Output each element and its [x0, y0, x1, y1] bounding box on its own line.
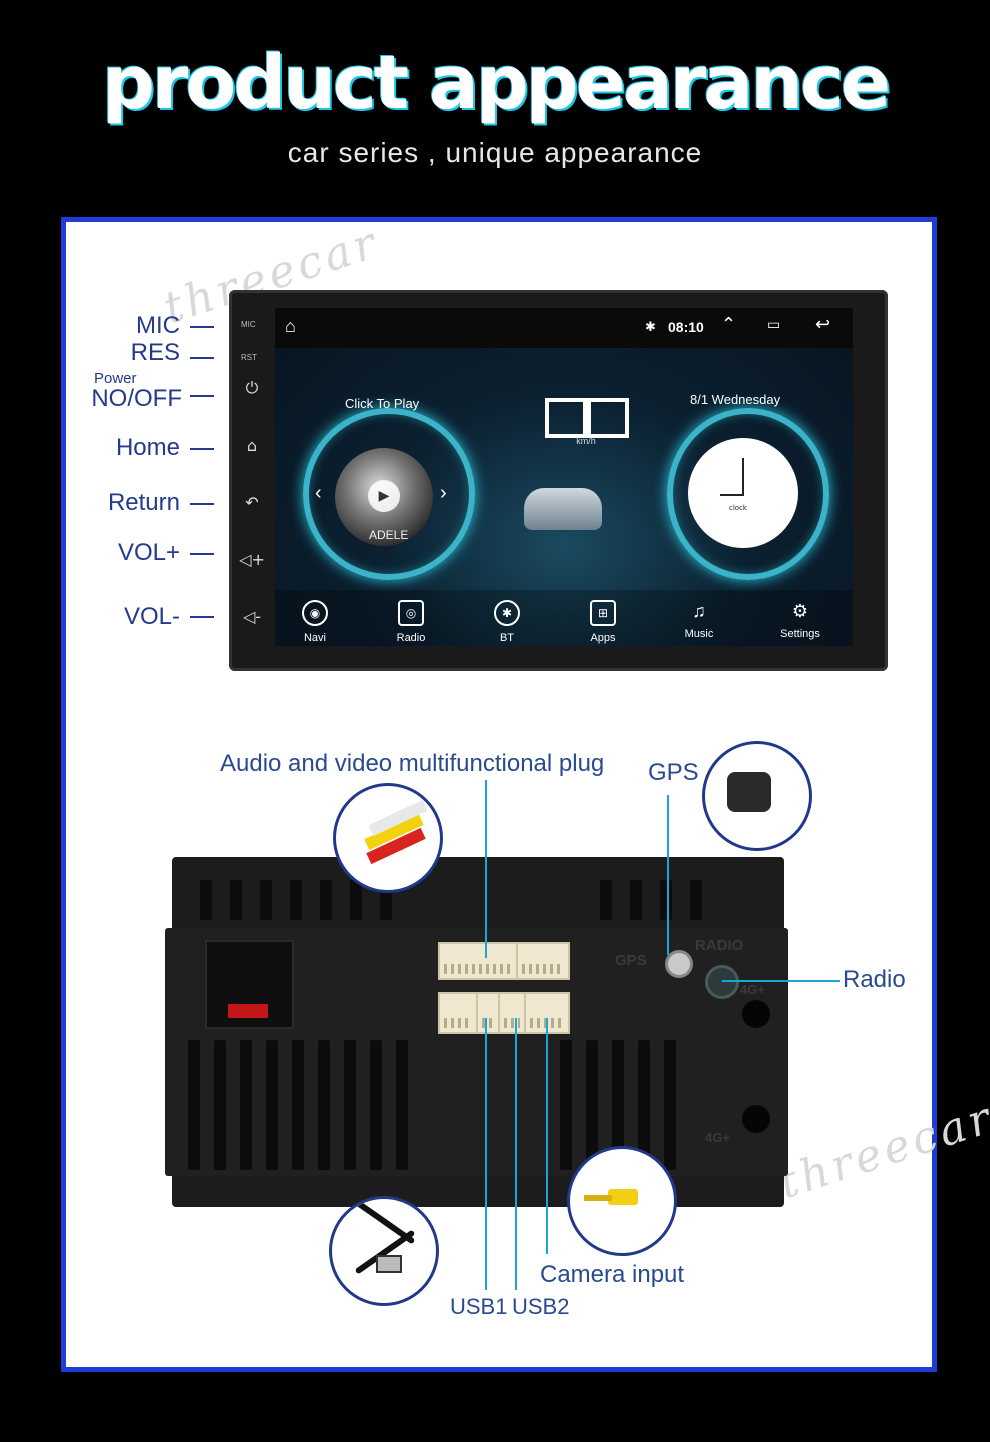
plug-left	[438, 992, 478, 1034]
bluetooth-status-icon: ✱	[645, 319, 656, 334]
leader-vol-up	[190, 553, 214, 555]
side-button-strip: MIC RST ⏻ ⌂ ↶ ◁+ ◁-	[237, 310, 269, 650]
av-plug-secondary	[516, 942, 570, 980]
leader-camera	[546, 1018, 548, 1254]
touch-screen[interactable]: ⌂ ✱ 08:10 ⌃ ▭ ↩ 00 km/h Click To Play 8/…	[275, 308, 853, 646]
power-button[interactable]: ⏻	[237, 378, 267, 398]
page-subtitle: car series , unique appearance	[287, 137, 703, 168]
location-pin-icon: ◉	[302, 600, 328, 626]
play-button[interactable]: ▶	[368, 480, 400, 512]
leader-vol-down	[190, 616, 214, 618]
leader-home	[190, 448, 214, 450]
page-title: product appearance	[101, 40, 891, 126]
app-dock	[275, 590, 853, 646]
callout-av-plug: Audio and video multifunctional plug	[220, 750, 605, 777]
speed-digit-1-frame	[545, 398, 587, 438]
play-icon: ▶	[378, 488, 390, 504]
dock-bt[interactable]: ✱ BT	[472, 600, 542, 644]
back-icon[interactable]: ↩	[815, 314, 831, 334]
label-mic: MIC	[136, 312, 180, 339]
clock-minute-hand	[720, 494, 744, 496]
previous-track-button[interactable]: ‹	[315, 482, 322, 504]
return-icon: ↶	[245, 493, 259, 512]
volume-down-icon: ◁-	[242, 607, 262, 626]
leader-usb2	[515, 1018, 517, 1290]
usb-cable-photo	[329, 1196, 439, 1306]
leader-av-plug	[485, 780, 487, 958]
callout-radio: Radio	[843, 966, 906, 993]
home-icon: ⌂	[246, 436, 258, 455]
music-note-icon: ♫	[692, 601, 706, 621]
volume-up-button[interactable]: ◁+	[237, 550, 267, 569]
car-illustration	[524, 488, 602, 530]
dock-music[interactable]: ♫ Music	[684, 601, 714, 640]
bluetooth-icon: ✱	[494, 600, 520, 626]
leader-res	[190, 357, 214, 359]
leader-return	[190, 503, 214, 505]
gear-icon: ⚙	[791, 601, 809, 621]
leader-mic	[190, 326, 214, 328]
gps-port	[665, 950, 693, 978]
clock-label: clock	[729, 504, 747, 512]
clock-hour-hand	[742, 458, 744, 496]
apps-grid-icon: ⊞	[590, 600, 616, 626]
label-home: Home	[115, 434, 180, 461]
camera-cable-photo	[567, 1146, 677, 1256]
dock-settings[interactable]: ⚙ Settings	[780, 601, 820, 640]
radio-port	[705, 965, 739, 999]
leader-power	[190, 395, 214, 397]
callout-gps: GPS	[648, 759, 699, 786]
leader-gps	[667, 795, 669, 955]
radio-embossed: RADIO	[695, 937, 744, 954]
power-icon: ⏻	[245, 378, 259, 397]
lte-port-lower	[742, 1105, 770, 1133]
usb1-port	[476, 992, 500, 1034]
usb2-port	[498, 992, 526, 1034]
fuse	[228, 1004, 268, 1018]
expand-up-icon[interactable]: ⌃	[721, 314, 737, 334]
lte-embossed: 4G+	[740, 982, 765, 997]
callout-camera: Camera input	[540, 1261, 685, 1288]
leader-usb1	[485, 1018, 487, 1290]
lte-port	[742, 1000, 770, 1028]
callout-usb2: USB2	[512, 1294, 570, 1319]
dock-navi[interactable]: ◉ Navi	[280, 600, 350, 644]
next-track-button[interactable]: ›	[440, 482, 447, 504]
gps-antenna-photo	[702, 741, 812, 851]
callout-usb1: USB1	[450, 1294, 508, 1319]
speed-unit: km/h	[576, 436, 596, 446]
label-return: Return	[107, 489, 180, 516]
label-power: Power	[94, 370, 137, 387]
label-vol-up: VOL+	[117, 539, 180, 566]
label-no-off: NO/OFF	[91, 385, 182, 412]
dock-apps[interactable]: ⊞ Apps	[568, 600, 638, 644]
label-res: RES	[130, 339, 180, 366]
click-to-play-label[interactable]: Click To Play	[345, 396, 420, 411]
clock-gauge	[667, 408, 829, 580]
av-plug-main	[438, 942, 518, 980]
home-button[interactable]: ⌂	[237, 436, 267, 455]
volume-down-button[interactable]: ◁-	[237, 607, 267, 626]
av-cable-photo	[333, 783, 443, 893]
radio-icon: ◎	[398, 600, 424, 626]
album-text: ADELE	[369, 528, 409, 542]
recent-apps-icon[interactable]: ▭	[767, 316, 781, 332]
dock-radio[interactable]: ◎ Radio	[376, 600, 446, 644]
leader-radio	[722, 980, 840, 982]
gps-embossed: GPS	[615, 952, 647, 969]
label-vol-down: VOL-	[123, 603, 180, 630]
side-rst-tag: RST	[241, 353, 257, 362]
lte-embossed-lower: 4G+	[705, 1130, 730, 1145]
speed-digit-2-frame	[587, 398, 629, 438]
volume-up-icon: ◁+	[239, 550, 265, 569]
return-button[interactable]: ↶	[237, 493, 267, 512]
music-gauge	[303, 408, 475, 580]
date-label: 8/1 Wednesday	[690, 392, 781, 407]
side-mic-tag: MIC	[241, 320, 256, 329]
status-bar	[275, 308, 853, 348]
home-screen-icon[interactable]: ⌂	[285, 316, 296, 336]
status-time: 08:10	[668, 319, 704, 335]
